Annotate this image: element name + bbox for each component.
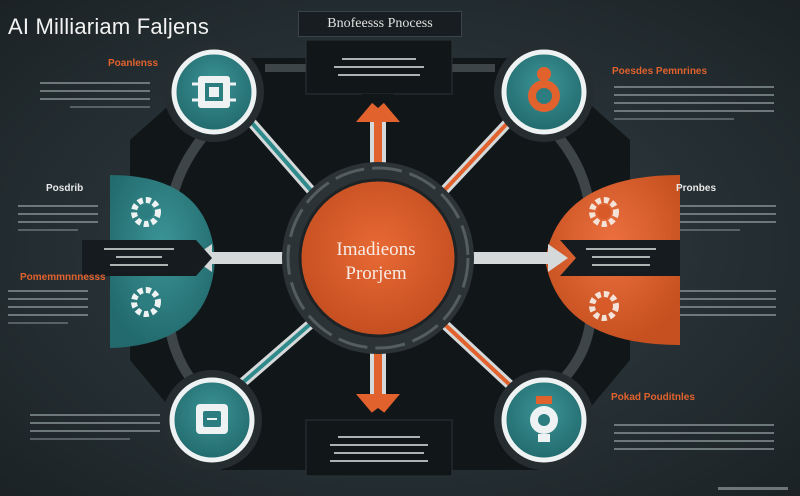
- gear-icon: [131, 287, 161, 317]
- bottom-info-box: [305, 408, 453, 477]
- panel-title-mid-right: Pronbes: [676, 183, 717, 194]
- robot-head-icon: [530, 396, 558, 442]
- gear-icon: [589, 291, 619, 321]
- banner-mid-left: [82, 240, 212, 276]
- center-hub: [282, 162, 474, 354]
- connector-bottom-left: [235, 315, 320, 390]
- chip-icon: [192, 76, 236, 108]
- connector-top-left: [240, 110, 320, 200]
- center-label-line1: Imadieons: [336, 239, 416, 260]
- gear-icon: [589, 197, 619, 227]
- panel-title-bottom-right: Pokad Pouditnles: [611, 392, 695, 403]
- gear-icon: [131, 197, 161, 227]
- panel-title-mid-left-lower: Pomemmnnnesss: [20, 272, 106, 283]
- banner-mid-right: [560, 240, 680, 276]
- panel-title-top-right: Poesdes Pemnrines: [612, 66, 708, 77]
- panel-title-mid-left-upper: Posdrib: [46, 183, 84, 194]
- arrow-right: [470, 244, 568, 272]
- page-title: AI Milliariam Faljens: [8, 14, 210, 39]
- top-process-label: Bnofeesss Pnocess: [298, 11, 462, 37]
- connector-top-right: [435, 110, 520, 200]
- panel-title-top-left: Poanlenss: [108, 58, 159, 69]
- center-label: Imadieons Prorjem: [296, 238, 456, 286]
- robot-icon: [528, 67, 560, 112]
- center-label-line2: Prorjem: [345, 263, 407, 284]
- footer-mark: [718, 487, 788, 490]
- connector-bottom-right: [435, 315, 515, 390]
- circuit-chip-icon: [196, 404, 228, 434]
